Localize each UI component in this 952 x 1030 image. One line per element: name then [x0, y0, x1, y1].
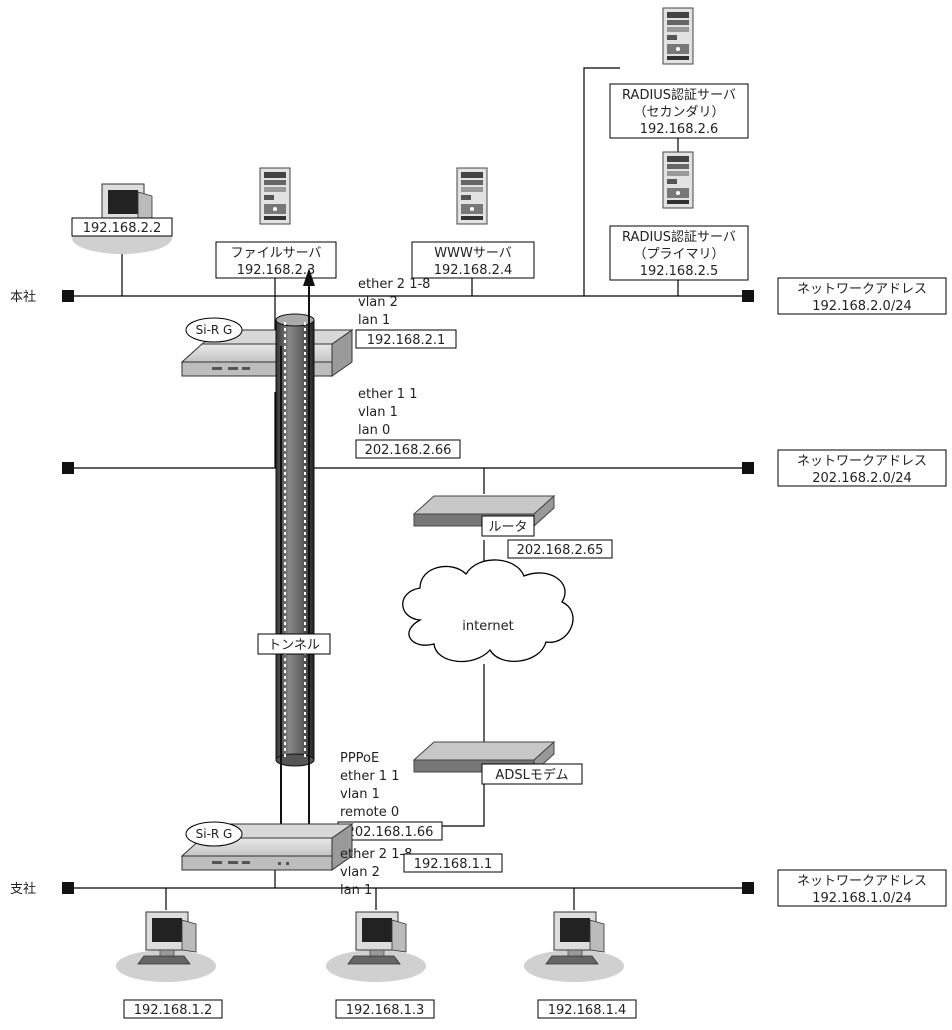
hq-router-wan-config: ether 1 1 vlan 1 lan 0 202.168.2.66 [356, 387, 460, 458]
svg-text:vlan 2: vlan 2 [358, 295, 398, 310]
svg-text:vlan 1: vlan 1 [340, 787, 380, 802]
branch-network-address: 192.168.1.0/24 [812, 891, 912, 906]
wan-network-address: 202.168.2.0/24 [812, 471, 912, 486]
hq-pc-ip: 192.168.2.2 [83, 221, 162, 236]
adsl-modem-label: ADSLモデム [495, 767, 568, 783]
svg-text:ether 2 1-8: ether 2 1-8 [340, 847, 412, 862]
file-server-name: ファイルサーバ [231, 246, 322, 261]
tunnel-label: トンネル [268, 638, 320, 653]
branch-network-label: ネットワークアドレス [797, 874, 927, 889]
svg-text:lan 0: lan 0 [358, 423, 390, 438]
radius-primary-ip: 192.168.2.5 [640, 264, 719, 279]
branch-pc-1: 192.168.1.2 [116, 912, 222, 1018]
adsl-modem: ADSLモデム [414, 742, 582, 784]
branch-pc-3-ip: 192.168.1.4 [548, 1003, 627, 1018]
www-server-name: WWWサーバ [434, 246, 511, 261]
www-server [457, 168, 487, 224]
wan-network-address-box: ネットワークアドレス 202.168.2.0/24 [778, 450, 946, 486]
radius-secondary-name: RADIUS認証サーバ [622, 87, 736, 103]
branch-pc-3: 192.168.1.4 [524, 912, 636, 1018]
wan-segment [62, 462, 754, 474]
site-label-hq: 本社 [10, 289, 36, 305]
branch-network-address-box: ネットワークアドレス 192.168.1.0/24 [778, 870, 946, 906]
radius-primary-name: RADIUS認証サーバ [622, 229, 736, 245]
svg-text:lan 1: lan 1 [358, 313, 390, 328]
branch-router-label: Si-R G [196, 827, 233, 841]
svg-text:vlan 2: vlan 2 [340, 865, 380, 880]
hq-router-wan-ip: 202.168.2.66 [365, 443, 452, 458]
file-server-ip: 192.168.2.3 [237, 263, 316, 278]
hq-network-address-box: ネットワークアドレス 192.168.2.0/24 [778, 278, 946, 314]
radius-primary-server [663, 152, 693, 208]
hq-router-label: Si-R G [196, 323, 233, 337]
hq-network-label: ネットワークアドレス [797, 282, 927, 297]
hq-network-address: 192.168.2.0/24 [812, 299, 912, 314]
www-server-ip: 192.168.2.4 [434, 263, 513, 278]
svg-text:lan 1: lan 1 [340, 883, 372, 898]
branch-pc-1-ip: 192.168.1.2 [134, 1003, 213, 1018]
radius-secondary-server [663, 8, 693, 64]
hq-router-lan-config: ether 2 1-8 vlan 2 lan 1 192.168.2.1 [356, 277, 456, 348]
radius-secondary-label: RADIUS認証サーバ （セカンダリ） 192.168.2.6 [610, 84, 748, 138]
hq-pc-label: 192.168.2.2 [72, 218, 172, 236]
branch-router-lan-config: ether 2 1-8 vlan 2 lan 1 192.168.1.1 [340, 847, 502, 898]
branch-router: Si-R G [182, 822, 352, 870]
branch-pc-2-ip: 192.168.1.3 [346, 1003, 425, 1018]
radius-primary-label: RADIUS認証サーバ （プライマリ） 192.168.2.5 [610, 226, 748, 280]
hq-router-lan-ip: 192.168.2.1 [367, 333, 446, 348]
branch-router-wan-ip: 202.168.1.66 [347, 825, 434, 840]
wan-network-label: ネットワークアドレス [797, 454, 927, 469]
isp-router-label: ルータ [488, 520, 527, 535]
www-server-label: WWWサーバ 192.168.2.4 [412, 242, 534, 278]
file-server [260, 168, 290, 224]
svg-text:ether 1 1: ether 1 1 [340, 769, 399, 784]
site-label-branch: 支社 [10, 881, 36, 897]
isp-router: ルータ 202.168.2.65 [414, 496, 612, 558]
svg-text:ether 1 1: ether 1 1 [358, 387, 417, 402]
branch-router-lan-ip: 192.168.1.1 [414, 857, 493, 872]
internet-label: internet [462, 619, 513, 634]
radius-primary-role: （プライマリ） [633, 247, 724, 262]
connection-lines [122, 68, 678, 910]
radius-secondary-ip: 192.168.2.6 [640, 122, 719, 137]
isp-router-ip: 202.168.2.65 [517, 543, 604, 558]
svg-text:PPPoE: PPPoE [340, 751, 379, 766]
radius-secondary-role: （セカンダリ） [633, 105, 724, 120]
file-server-label: ファイルサーバ 192.168.2.3 [216, 242, 336, 278]
internet-cloud: internet [403, 560, 573, 662]
svg-text:vlan 1: vlan 1 [358, 405, 398, 420]
hq-router: Si-R G [182, 318, 352, 376]
svg-text:remote 0: remote 0 [340, 805, 399, 820]
branch-pc-2: 192.168.1.3 [326, 912, 434, 1018]
svg-text:ether 2 1-8: ether 2 1-8 [358, 277, 430, 292]
